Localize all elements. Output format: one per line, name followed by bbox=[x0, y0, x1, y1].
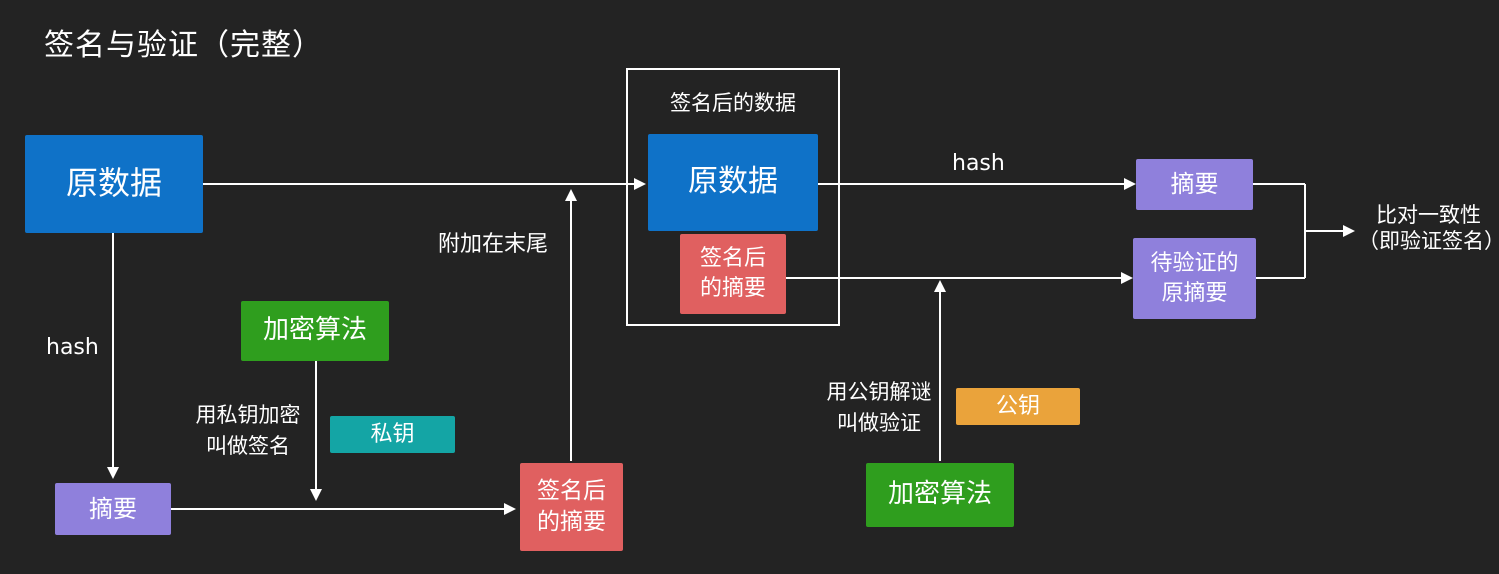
label-sign-note-line1: 用私钥加密 bbox=[195, 403, 301, 427]
label-signed-data-container: 签名后的数据 bbox=[670, 91, 796, 115]
node-original-data-center-label: 原数据 bbox=[688, 164, 778, 200]
node-signed-digest-left: 签名后 的摘要 bbox=[520, 463, 623, 551]
node-signed-digest-left-line2: 的摘要 bbox=[537, 509, 606, 535]
label-hash-right: hash bbox=[952, 151, 1005, 176]
node-original-data-left: 原数据 bbox=[25, 135, 203, 233]
node-public-key-label: 公钥 bbox=[995, 393, 1040, 419]
arrowhead-signed-to-verify-digest bbox=[1121, 272, 1133, 284]
diagram-title: 签名与验证（完整） bbox=[44, 28, 323, 63]
node-public-key: 公钥 bbox=[956, 388, 1080, 425]
arrowhead-encrypt-left-down bbox=[310, 489, 322, 501]
label-compare-result-line1: 比对一致性 bbox=[1376, 203, 1481, 227]
node-signed-digest-center-line2: 的摘要 bbox=[699, 276, 766, 301]
node-digest-left-label: 摘要 bbox=[89, 494, 137, 523]
signed-data-container bbox=[626, 68, 840, 326]
arrowhead-source-to-signed-data bbox=[634, 178, 646, 190]
arrowhead-hash-left-down bbox=[107, 467, 119, 479]
label-verify-note: 用公钥解谜 叫做验证 bbox=[820, 377, 938, 439]
arrowhead-digest-to-signed-digest bbox=[504, 503, 516, 515]
label-compare-result-line2: （即验证签名） bbox=[1358, 229, 1499, 253]
node-verify-original-digest-line2: 原摘要 bbox=[1161, 280, 1228, 306]
node-encrypt-algorithm-right: 加密算法 bbox=[866, 463, 1014, 527]
label-hash-left: hash bbox=[46, 335, 99, 360]
label-verify-note-line2: 叫做验证 bbox=[837, 411, 921, 435]
node-digest-right-label: 摘要 bbox=[1170, 170, 1219, 199]
node-encrypt-algorithm-right-label: 加密算法 bbox=[887, 479, 992, 510]
node-signed-digest-center-line1: 签名后 bbox=[699, 246, 766, 272]
node-encrypt-algorithm-left-label: 加密算法 bbox=[262, 315, 367, 346]
node-private-key-label: 私钥 bbox=[370, 421, 415, 447]
arrowhead-compare bbox=[1343, 225, 1355, 237]
node-private-key: 私钥 bbox=[330, 416, 455, 453]
arrowhead-hash-right bbox=[1124, 178, 1136, 190]
node-digest-right: 摘要 bbox=[1136, 159, 1253, 210]
label-sign-note: 用私钥加密 叫做签名 bbox=[188, 400, 308, 462]
node-verify-original-digest-line1: 待验证的 bbox=[1150, 250, 1239, 276]
node-encrypt-algorithm-left: 加密算法 bbox=[241, 301, 389, 361]
node-original-data-center: 原数据 bbox=[648, 134, 818, 231]
node-digest-left: 摘要 bbox=[55, 483, 171, 535]
label-verify-note-line1: 用公钥解谜 bbox=[826, 380, 932, 404]
node-original-data-left-label: 原数据 bbox=[65, 164, 162, 203]
node-signed-digest-left-line1: 签名后 bbox=[537, 477, 606, 504]
node-verify-original-digest: 待验证的 原摘要 bbox=[1133, 238, 1256, 319]
label-sign-note-line2: 叫做签名 bbox=[206, 434, 290, 458]
arrowhead-encrypt-right-up bbox=[934, 280, 946, 292]
label-compare-result: 比对一致性 （即验证签名） bbox=[1358, 202, 1499, 254]
arrowhead-signed-digest-up bbox=[565, 189, 577, 201]
node-signed-digest-center: 签名后 的摘要 bbox=[680, 234, 786, 314]
label-append-note: 附加在末尾 bbox=[437, 232, 548, 257]
